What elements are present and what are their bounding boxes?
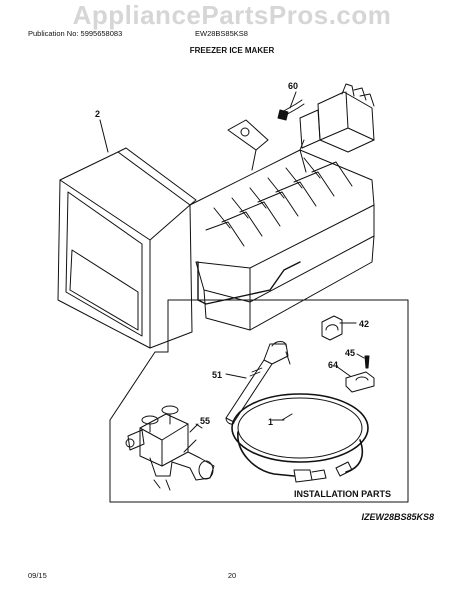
- section-title: FREEZER ICE MAKER: [189, 46, 275, 55]
- ice-maker-assembly: [57, 83, 375, 349]
- clamp-screw-icon: [356, 353, 370, 369]
- figure-code: IZEW28BS85KS8: [361, 512, 434, 522]
- tube-clamp-icon: [321, 315, 357, 341]
- leader-2: [99, 119, 109, 153]
- water-valve-icon: [125, 405, 215, 491]
- footer-date: 09/15: [28, 571, 47, 580]
- callout-2: 2: [95, 109, 100, 119]
- page-number: 20: [227, 571, 237, 580]
- fill-tube-icon: [225, 341, 291, 425]
- site-watermark: AppliancePartsPros.com: [72, 0, 392, 30]
- installation-parts-box: [109, 299, 409, 503]
- callout-55: 55: [200, 416, 210, 426]
- callout-1: 1: [268, 417, 273, 427]
- mounting-screw-icon: [277, 99, 305, 121]
- tube-bracket-icon: [335, 365, 375, 393]
- callout-64: 64: [328, 360, 338, 370]
- callout-45: 45: [345, 348, 355, 358]
- leader-1: [281, 413, 293, 421]
- water-supply-line-icon: [231, 393, 369, 483]
- publication-number: Publication No: 5995658083: [28, 29, 123, 38]
- leader-55: [189, 423, 199, 433]
- leader-60: [289, 91, 297, 109]
- installation-parts-label: INSTALLATION PARTS: [294, 489, 391, 499]
- callout-51: 51: [212, 370, 222, 380]
- model-number: EW28BS85KS8: [195, 29, 248, 38]
- callout-42: 42: [359, 319, 369, 329]
- callout-60: 60: [288, 81, 298, 91]
